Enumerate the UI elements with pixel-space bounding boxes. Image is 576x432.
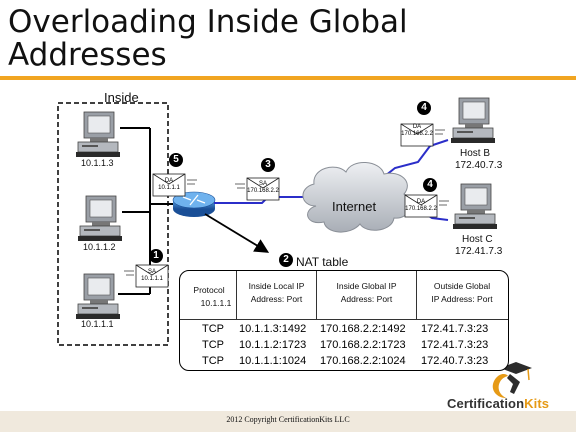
packet-address: 10.1.1.1 <box>158 185 180 191</box>
logo-text-main: Certification <box>447 396 525 411</box>
certificationkits-logo-text: CertificationKits <box>447 396 549 411</box>
host-c-name: Host C <box>462 234 493 245</box>
step-number-4-hostb: 4 <box>421 102 427 113</box>
table-cell: 10.1.1.2:1723 <box>239 339 307 351</box>
table-cell: TCP <box>202 339 224 351</box>
table-cell: 170.168.2.2:1024 <box>320 355 406 367</box>
packet-step3-text: SA 170.168.2.2 <box>245 181 281 195</box>
header-line: Address: Port <box>340 294 393 304</box>
column-divider <box>236 271 237 320</box>
step-number-4-hostc: 4 <box>427 179 433 190</box>
nat-header-protocol: Protocol 10.1.1.1 <box>182 284 236 310</box>
table-cell: TCP <box>202 323 224 335</box>
table-cell: 170.168.2.2:1723 <box>320 339 406 351</box>
header-divider <box>180 319 508 320</box>
packet-address: 10.1.1.1 <box>141 276 163 282</box>
table-cell: TCP <box>202 355 224 367</box>
internet-label: Internet <box>332 199 377 214</box>
nat-table-arrow <box>204 213 270 253</box>
nat-table: Protocol 10.1.1.1 Inside Local IP Addres… <box>179 270 509 371</box>
step-marker-3 <box>261 158 275 172</box>
packet-field: SA <box>147 269 156 275</box>
inside-label: Inside <box>104 90 139 105</box>
step-marker-2 <box>279 253 293 267</box>
logo-text-accent: Kits <box>524 396 550 411</box>
host-c-ip: 172.41.7.3 <box>455 246 503 257</box>
title-underline <box>0 76 576 80</box>
table-cell: 10.1.1.1:1024 <box>239 355 307 367</box>
table-cell: 172.40.7.3:23 <box>421 355 489 367</box>
nat-header-inside-local: Inside Local IP Address: Port <box>237 280 316 306</box>
step-number-5: 5 <box>173 154 179 165</box>
host-10-1-1-3 <box>75 111 121 158</box>
step-marker-4-hostb <box>417 101 431 115</box>
host-ip-label: 10.1.1.3 <box>81 158 114 168</box>
host-b <box>450 97 496 144</box>
table-cell: 172.41.7.3:23 <box>421 339 489 351</box>
host-10-1-1-2 <box>77 195 123 242</box>
host-b-name: Host B <box>460 148 491 159</box>
nat-header-outside-global: Outside Global IP Address: Port <box>417 280 507 306</box>
step-marker-5 <box>169 153 183 167</box>
packet-address: 170.168.2.2 <box>401 131 433 137</box>
column-divider <box>416 271 417 320</box>
copyright-text: 2012 Copyright CertificationKits LLC <box>226 415 350 424</box>
host-ip-label: 10.1.1.2 <box>83 242 116 252</box>
packet-address: 170.168.2.2 <box>247 188 279 194</box>
packet-field: DA <box>164 178 174 184</box>
step-marker-1 <box>149 249 163 263</box>
packet-step4-hostb-text: DA 170.168.2.2 <box>399 124 435 138</box>
header-line: Address: Port <box>250 294 303 304</box>
step-number-3: 3 <box>265 159 271 170</box>
packet-address: 170.168.2.2 <box>405 206 437 212</box>
header-line: Inside Local IP <box>248 281 305 291</box>
footer-bar <box>0 411 576 432</box>
slide-title-line-1: Overloading Inside Global <box>8 4 408 40</box>
step-number-2: 2 <box>283 254 289 265</box>
packet-step4-hostc-text: DA 170.168.2.2 <box>403 199 439 213</box>
header-line: Outside Global <box>433 281 491 291</box>
packet-step5-text: DA 10.1.1.1 <box>153 178 185 192</box>
step-marker-4-hostc <box>423 178 437 192</box>
host-c <box>452 183 498 230</box>
host-ip-label: 10.1.1.1 <box>81 319 114 329</box>
slide-title: Overloading Inside Global Addresses <box>8 6 468 72</box>
table-cell: 170.168.2.2:1492 <box>320 323 406 335</box>
table-cell: 10.1.1.3:1492 <box>239 323 307 335</box>
internet-cloud <box>302 162 412 233</box>
packet-field: SA <box>258 181 267 187</box>
host-10-1-1-1 <box>75 273 121 320</box>
packet-field: DA <box>412 124 422 130</box>
table-cell: 172.41.7.3:23 <box>421 323 489 335</box>
header-line: Protocol <box>193 285 225 295</box>
header-line: 10.1.1.1 <box>200 298 232 308</box>
nat-table-title: NAT table <box>296 255 349 269</box>
host-b-ip: 172.40.7.3 <box>455 160 503 171</box>
packet-field: DA <box>416 199 426 205</box>
nat-header-inside-global: Inside Global IP Address: Port <box>317 280 416 306</box>
slide-title-line-2: Addresses <box>8 37 167 73</box>
packet-step1-text: SA 10.1.1.1 <box>136 269 168 283</box>
motion-lines <box>124 129 449 276</box>
column-divider <box>316 271 317 320</box>
step-number-1: 1 <box>153 250 159 261</box>
header-line: IP Address: Port <box>431 294 493 304</box>
header-line: Inside Global IP <box>336 281 397 291</box>
